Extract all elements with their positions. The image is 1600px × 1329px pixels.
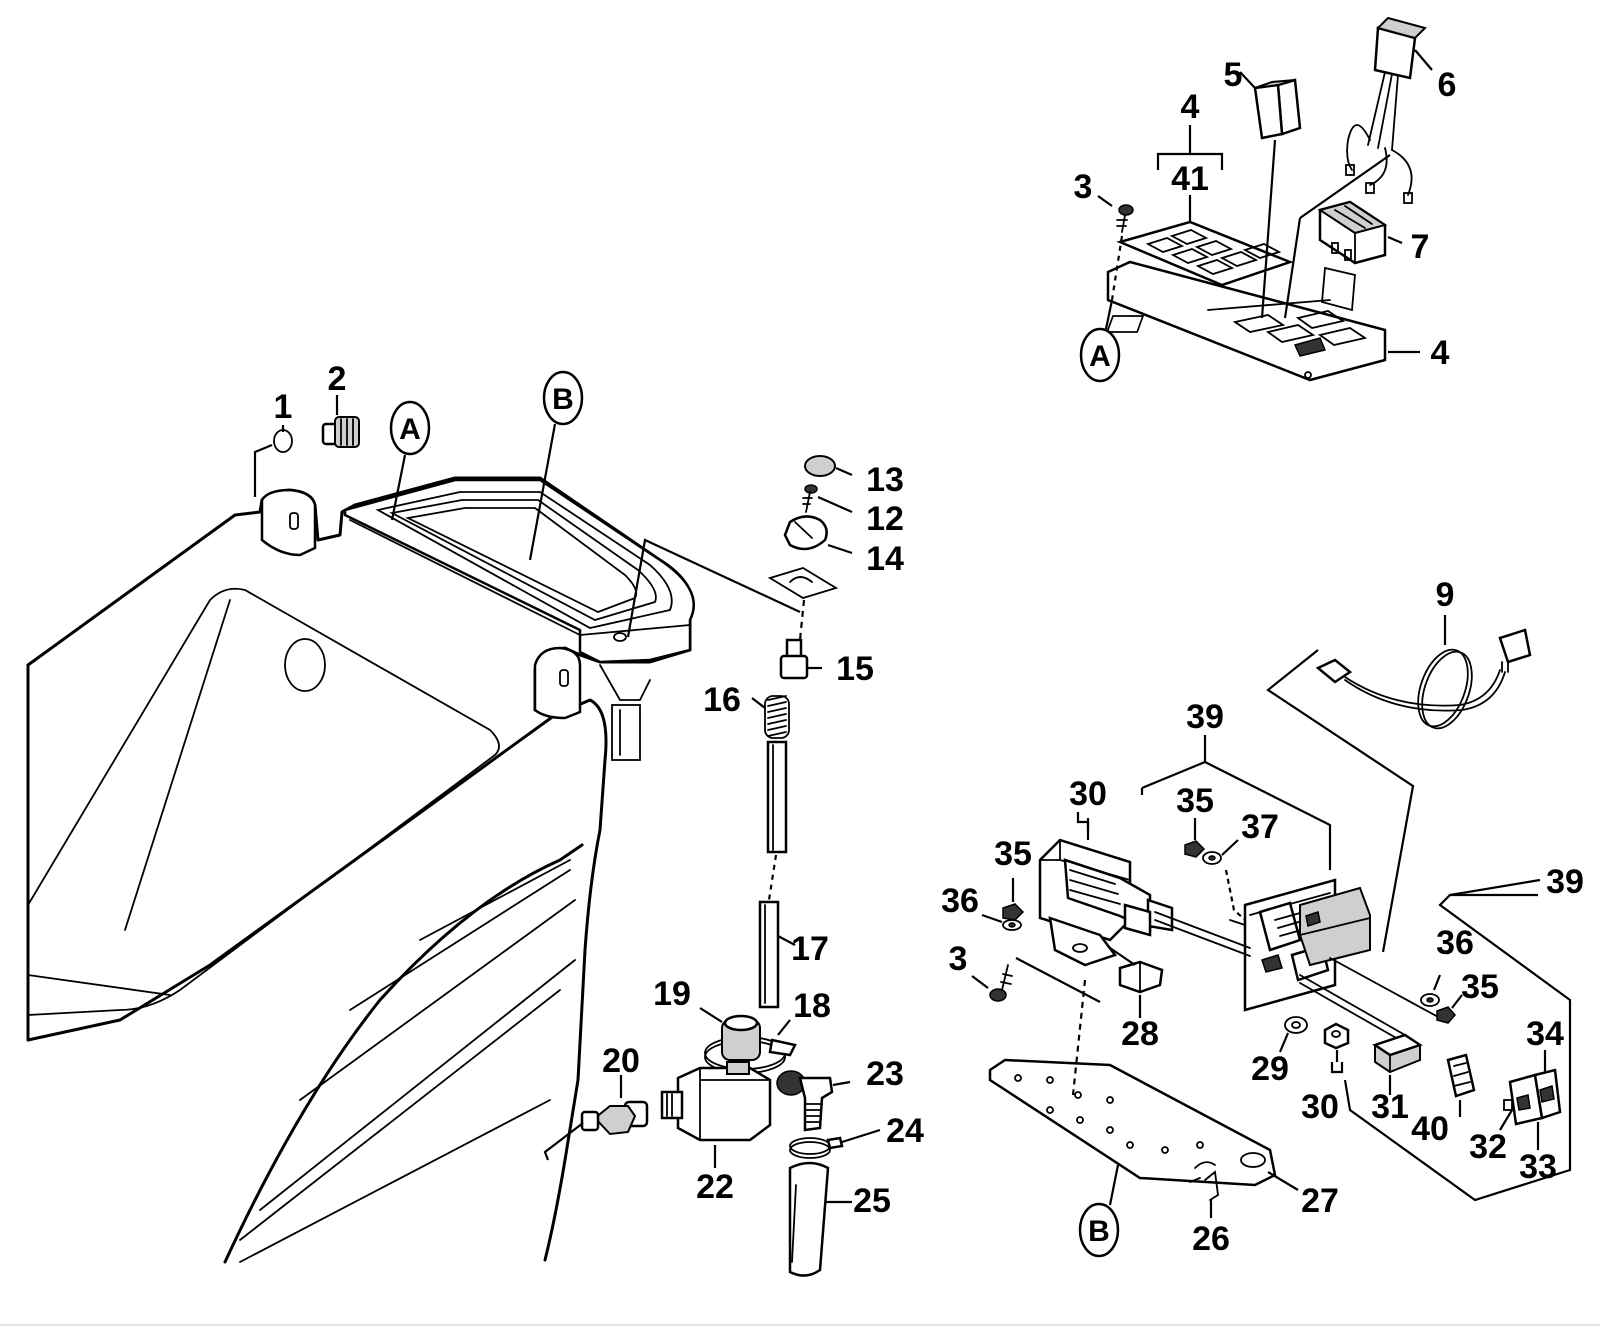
part-14-knob [783,515,853,555]
callout-35-left: 35 [994,835,1032,873]
part-4-bracket [1156,125,1420,354]
part-36-washer-right [1420,974,1442,1007]
callout-5: 5 [1224,56,1243,94]
callout-12: 12 [866,500,904,538]
part-30-relay [1038,812,1174,967]
callout-41: 41 [1171,160,1209,198]
callout-28: 28 [1121,1015,1159,1053]
part-24-hose-clamp [789,1128,881,1159]
part-2-fitting [321,395,360,448]
callout-1: 1 [274,388,293,426]
callout-30-bottom: 30 [1301,1088,1339,1126]
callout-6: 6 [1438,66,1457,104]
part-17-tube [758,740,796,1009]
part-3-screw-right [971,957,1101,1003]
callout-17: 17 [791,930,829,968]
callout-35-right: 35 [1461,968,1499,1006]
part-20-plug [543,1075,649,1161]
callout-37: 37 [1241,808,1279,846]
callout-27: 27 [1301,1182,1339,1220]
callout-20: 20 [602,1042,640,1080]
part-6-connector-harness [1283,16,1433,319]
callout-labels: 1 2 3 4 41 4 5 6 7 9 13 12 14 15 16 17 1… [274,56,1584,1258]
part-41-membrane-keypad [1116,195,1294,287]
part-12-screw [802,484,853,514]
callout-13: 13 [866,461,904,499]
svg-text:B: B [552,383,574,416]
part-35-nut-top [1184,818,1206,858]
callout-23: 23 [866,1055,904,1093]
callout-2: 2 [328,360,347,398]
ref-a-panel: A [1079,299,1121,383]
part-15-nozzle [779,638,822,680]
callout-24: 24 [886,1112,924,1150]
part-35-nut-left [1002,878,1025,921]
svg-text:B: B [1088,1215,1110,1248]
callout-35-top: 35 [1176,782,1214,820]
callout-36-left: 36 [941,882,979,920]
ref-a-console: A [389,400,431,521]
callout-15: 15 [836,650,874,688]
part-28-terminal [1109,947,1164,1018]
callout-36-right: 36 [1436,924,1474,962]
part-35-nut-right [1436,994,1463,1024]
part-7-rocker-switch [1317,200,1403,312]
part-36-washer-left [981,913,1022,931]
part-39-circuit-board [1229,878,1371,1012]
callout-7: 7 [1411,228,1430,266]
part-1-ring [253,425,293,497]
callout-39-right: 39 [1546,863,1584,901]
callout-34: 34 [1526,1015,1564,1053]
callout-32: 32 [1469,1128,1507,1166]
svg-text:A: A [1089,340,1111,373]
callout-4-top: 4 [1181,88,1200,126]
callout-16: 16 [703,681,741,719]
callout-33: 33 [1519,1148,1557,1186]
callout-4-side: 4 [1431,334,1450,372]
part-31-fuse [1372,1033,1423,1095]
part-27-mounting-plate [988,979,1299,1191]
part-3-screw-panel [1097,195,1134,301]
callout-22: 22 [696,1168,734,1206]
ref-b-console: B [528,370,584,561]
callout-40: 40 [1411,1110,1449,1148]
callout-14: 14 [866,540,904,578]
callout-39-top: 39 [1186,698,1224,736]
callout-3-panel: 3 [1074,168,1093,206]
callout-18: 18 [793,987,831,1025]
part-19-adapter [699,1007,761,1061]
switch-panel [1105,260,1387,382]
callout-25: 25 [853,1182,891,1220]
part-13-cap [804,455,853,477]
part-9-cable-tie-harness [1266,615,1532,953]
part-29-washer [1278,1016,1308,1053]
part-5-cover [1239,71,1302,319]
part-22-valve [660,1061,772,1168]
part-30-nut [1323,1022,1350,1074]
part-23-elbow [776,1070,851,1132]
part-32-33-34-relay-block [1499,1050,1562,1150]
part-26-clip [1189,1170,1219,1218]
ref-b-plate: B [1078,1164,1120,1258]
callout-30-top: 30 [1069,775,1107,813]
part-25-hose [788,1161,852,1277]
callout-31: 31 [1371,1088,1409,1126]
machine-body [26,476,695,1264]
callout-19: 19 [653,975,691,1013]
callout-29: 29 [1251,1050,1289,1088]
filler-gasket [767,567,839,599]
part-16-spring [751,695,790,739]
callout-26: 26 [1192,1220,1230,1258]
svg-text:A: A [399,413,421,446]
callout-9: 9 [1436,576,1455,614]
part-40-connector [1446,1053,1476,1117]
callout-3-right: 3 [949,940,968,978]
